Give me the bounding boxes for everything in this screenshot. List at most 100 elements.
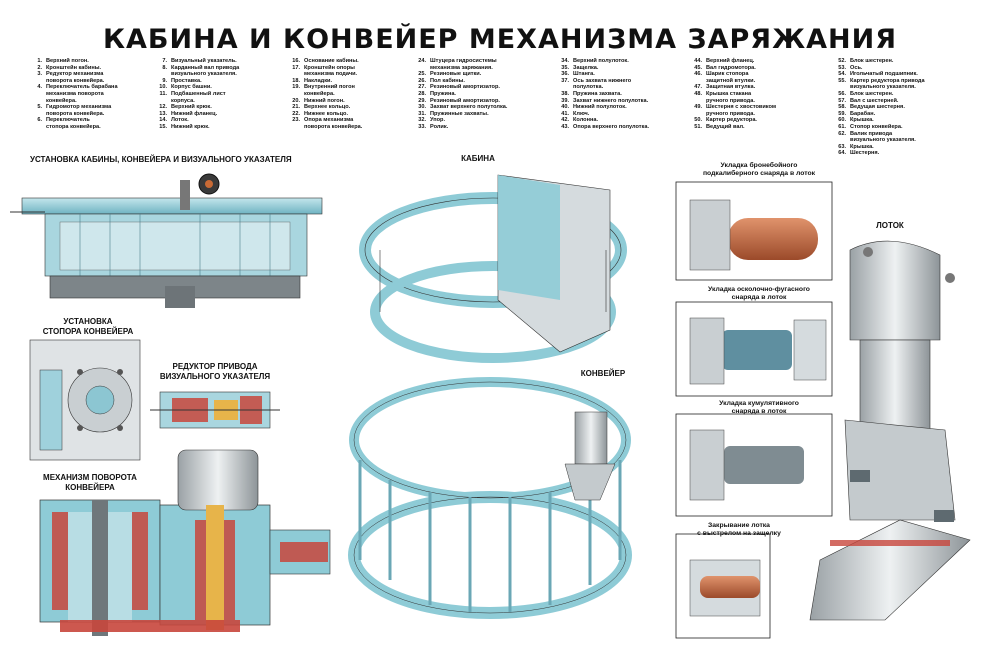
reducer-view bbox=[150, 391, 280, 429]
legend-item: 20. Нижний погон. bbox=[288, 98, 362, 105]
legend-item-text: Валик привода визуального указателя. bbox=[850, 130, 916, 144]
legend-item-text: Подбашенный лист корпуса. bbox=[171, 90, 226, 104]
legend-item-text: Верхний фланец. bbox=[706, 58, 755, 64]
legend-item-number: 44. bbox=[694, 58, 702, 64]
legend-item-number: 30. bbox=[418, 104, 426, 111]
legend-item-number: 60. bbox=[838, 117, 846, 124]
heading-reducer: РЕДУКТОР ПРИВОДА ВИЗУАЛЬНОГО УКАЗАТЕЛЯ bbox=[159, 362, 271, 381]
legend-item: 21.Верхнее кольцо. bbox=[288, 104, 362, 111]
legend-item-number: 59. bbox=[838, 110, 846, 117]
legend-item-number: 46. bbox=[694, 71, 702, 78]
legend-item-text: Визуальный указатель. bbox=[171, 58, 237, 64]
legend-item-number: 47. bbox=[694, 84, 702, 91]
legend-item-text: Гидромотор механизма поворота конвейера. bbox=[46, 104, 112, 117]
legend-item-number: 4. bbox=[37, 84, 42, 91]
legend-item-number: 16. bbox=[292, 58, 300, 64]
legend-item: 1. Верхний погон. bbox=[30, 58, 118, 65]
legend-item: 23.Опора механизма поворота конвейера. bbox=[288, 117, 362, 130]
legend-item: 40. Нижний полулоток. bbox=[557, 104, 649, 111]
legend-item-text: Нижний погон. bbox=[304, 97, 345, 104]
legend-item-number: 20. bbox=[292, 97, 300, 104]
legend-item: 19.Внутренний погон конвейера. bbox=[288, 84, 362, 97]
cabin-view bbox=[359, 174, 627, 363]
legend-item: 44. Верхний фланец. bbox=[690, 58, 776, 65]
legend-item-text: Нижнее кольцо. bbox=[304, 110, 349, 117]
legend-item: 46. Шарик стопора защитной втулки. bbox=[690, 71, 776, 84]
legend-item: 5.Гидромотор механизма поворота конвейер… bbox=[30, 104, 118, 117]
legend-item-number: 40. bbox=[561, 104, 569, 111]
legend-item-text: Ролик. bbox=[430, 123, 449, 130]
legend-item-text: Нижний фланец. bbox=[171, 110, 218, 117]
step2-shell bbox=[689, 317, 827, 385]
legend-item-number: 8. bbox=[162, 64, 167, 71]
legend-item: 24.Штуцера гидросистемы механизма заряжа… bbox=[414, 58, 507, 71]
legend-item-text: Ведущий вал. bbox=[706, 123, 745, 130]
tray-view bbox=[809, 240, 971, 621]
legend-item-text: Резиновые щитки. bbox=[430, 71, 482, 78]
legend-item: 58.Ведущая шестерня. bbox=[834, 104, 925, 111]
legend-item: 10.Корпус башни. bbox=[155, 84, 239, 91]
legend-item-number: 29. bbox=[418, 97, 426, 104]
legend-item: 30.Захват верхнего полутолка. bbox=[414, 104, 507, 111]
legend-item-number: 1. bbox=[37, 58, 42, 64]
rotation-mechanism-view bbox=[39, 449, 331, 636]
legend-item: 39.Захват нижнего полулотка. bbox=[557, 98, 649, 105]
legend-item-text: Ось захвата нижнего полулотка. bbox=[573, 77, 632, 91]
legend-item: 57.Вал с шестерней. bbox=[834, 98, 925, 105]
heading-cabin: КАБИНА bbox=[461, 154, 495, 163]
legend-item-number: 50. bbox=[694, 117, 702, 124]
legend-item: 15.Нижний крюк. bbox=[155, 124, 239, 131]
legend-item-number: 33. bbox=[418, 123, 426, 130]
legend-item-number: 3. bbox=[37, 71, 42, 78]
legend-item-text: Пол кабины. bbox=[430, 77, 465, 84]
legend-column: 52.Блок шестерен.53.Ось.54.Игольчатый по… bbox=[834, 58, 925, 157]
legend-item-text: Верхний погон. bbox=[46, 58, 89, 64]
legend-item-text: Картер редуктора привода визуального ука… bbox=[850, 77, 925, 91]
legend-item-text: Редуктор механизма поворота конвейера. bbox=[46, 71, 105, 84]
legend-item-text: Нижний полулоток. bbox=[573, 104, 627, 111]
step1-shell bbox=[689, 199, 818, 271]
legend-item-text: Карданный вал привода визуального указат… bbox=[171, 64, 240, 78]
legend-item-text: Штуцера гидросистемы механизма заряжания… bbox=[430, 58, 497, 71]
legend-item: 17. Кронштейн опоры механизма подачи. bbox=[288, 65, 362, 78]
legend-item-number: 32. bbox=[418, 117, 426, 124]
legend-item-text: Шарик стопора защитной втулки. bbox=[706, 71, 756, 84]
legend-item: 32.Упор. bbox=[414, 117, 507, 124]
legend-item: 53.Ось. bbox=[834, 65, 925, 72]
legend-item: 43.Опора верхнего полулотка. bbox=[557, 124, 649, 131]
legend-item-number: 17. bbox=[292, 64, 300, 71]
legend-item-number: 28. bbox=[418, 90, 426, 97]
legend-item: 7.Визуальный указатель. bbox=[155, 58, 239, 65]
legend-item-number: 9. bbox=[162, 77, 167, 84]
legend-item-number: 13. bbox=[159, 110, 167, 117]
legend-item: 16.Основание кабины. bbox=[288, 58, 362, 65]
legend-item-text: Опора механизма поворота конвейера. bbox=[304, 117, 363, 130]
legend-item-number: 53. bbox=[838, 64, 846, 71]
legend-item: 29.Резиновый амортизатор. bbox=[414, 98, 507, 105]
legend-item-number: 56. bbox=[838, 90, 846, 97]
legend-item: 56.Блок шестерен. bbox=[834, 91, 925, 98]
legend-item-text: Верхний полулоток. bbox=[573, 58, 629, 64]
conveyor-view bbox=[348, 377, 632, 619]
legend-item-text: Крышка стакана ручного привода. bbox=[706, 90, 755, 104]
legend-item-number: 6. bbox=[37, 117, 42, 124]
legend-item-number: 39. bbox=[561, 97, 569, 104]
caption-step1: Укладка бронебойного подкалиберного снар… bbox=[702, 162, 816, 177]
legend-item-text: Верхний крюк. bbox=[171, 104, 212, 111]
legend-item-number: 38. bbox=[561, 90, 569, 97]
legend-item-number: 62. bbox=[838, 130, 846, 137]
legend-item: 61.Стопор конвейера. bbox=[834, 124, 925, 131]
legend-item: 54.Игольчатый подшипник. bbox=[834, 71, 925, 78]
heading-rotation: МЕХАНИЗМ ПОВОРОТА КОНВЕЙЕРА bbox=[43, 473, 137, 492]
legend-item: 33. Ролик. bbox=[414, 124, 507, 131]
legend-item-number: 63. bbox=[838, 143, 846, 150]
legend-item: 18.Накладки. bbox=[288, 78, 362, 85]
legend-item-number: 61. bbox=[838, 123, 846, 130]
legend-item-number: 21. bbox=[292, 104, 300, 111]
legend-item-number: 11. bbox=[159, 90, 167, 97]
legend-item-text: Кронштейн опоры механизма подачи. bbox=[304, 64, 358, 78]
legend-item-text: Игольчатый подшипник. bbox=[850, 71, 918, 78]
legend-item: 14.Лоток. bbox=[155, 117, 239, 124]
legend-item: 48.Крышка стакана ручного привода. bbox=[690, 91, 776, 104]
legend-item-text: Крышка. bbox=[850, 143, 874, 150]
